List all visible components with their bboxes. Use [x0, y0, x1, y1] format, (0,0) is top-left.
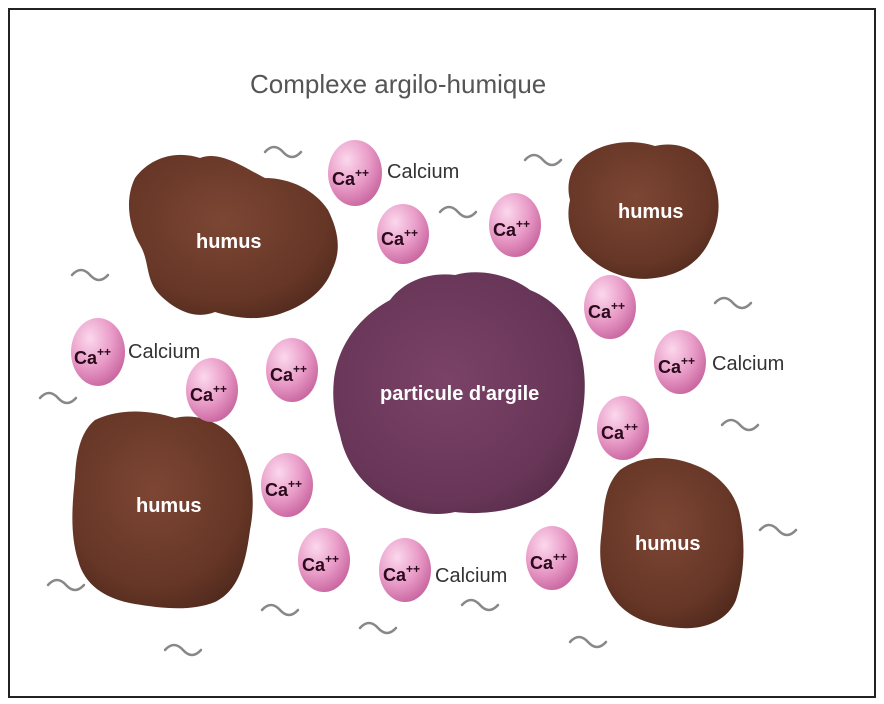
water-wave: [360, 623, 396, 633]
calcium-label: Calcium: [435, 565, 507, 587]
clay-particle: particule d'argile: [333, 272, 585, 514]
humus-label: humus: [136, 495, 202, 517]
calcium-ion: Ca++: [298, 528, 350, 592]
water-wave: [72, 270, 108, 280]
water-wave: [440, 207, 476, 217]
calcium-ion: Ca++: [379, 538, 431, 602]
calcium-label: Calcium: [387, 161, 459, 183]
humus-label: humus: [196, 231, 262, 253]
water-wave: [525, 155, 561, 165]
calcium-ion: Ca++: [526, 526, 578, 590]
humus-top-left: humus: [129, 155, 338, 318]
water-wave: [48, 580, 84, 590]
calcium-ion: Ca++: [597, 396, 649, 460]
water-wave: [715, 298, 751, 308]
humus-bottom-right: humus: [600, 458, 743, 628]
humus-top-right: humus: [568, 142, 718, 279]
water-wave: [265, 147, 301, 157]
calcium-label: Calcium: [128, 341, 200, 363]
calcium-ion: Ca++: [654, 330, 706, 394]
humus-label: humus: [618, 201, 684, 223]
water-wave: [760, 525, 796, 535]
water-wave: [165, 645, 201, 655]
calcium-label: Calcium: [712, 353, 784, 375]
diagram-title: Complexe argilo-humique: [250, 69, 546, 99]
calcium-ion: Ca++: [186, 358, 238, 422]
calcium-ion: Ca++: [489, 193, 541, 257]
water-wave: [262, 605, 298, 615]
water-wave: [570, 637, 606, 647]
calcium-ion: Ca++: [584, 275, 636, 339]
water-wave: [40, 393, 76, 403]
calcium-ion: Ca++: [71, 318, 125, 386]
calcium-ion: Ca++: [266, 338, 318, 402]
humus-bottom-left: humus: [72, 412, 252, 609]
calcium-ion: Ca++: [377, 204, 429, 264]
water-wave: [462, 600, 498, 610]
clay-label: particule d'argile: [380, 383, 539, 405]
calcium-ion: Ca++: [261, 453, 313, 517]
humus-label: humus: [635, 533, 701, 555]
water-wave: [722, 420, 758, 430]
calcium-ion: Ca++: [328, 140, 382, 206]
